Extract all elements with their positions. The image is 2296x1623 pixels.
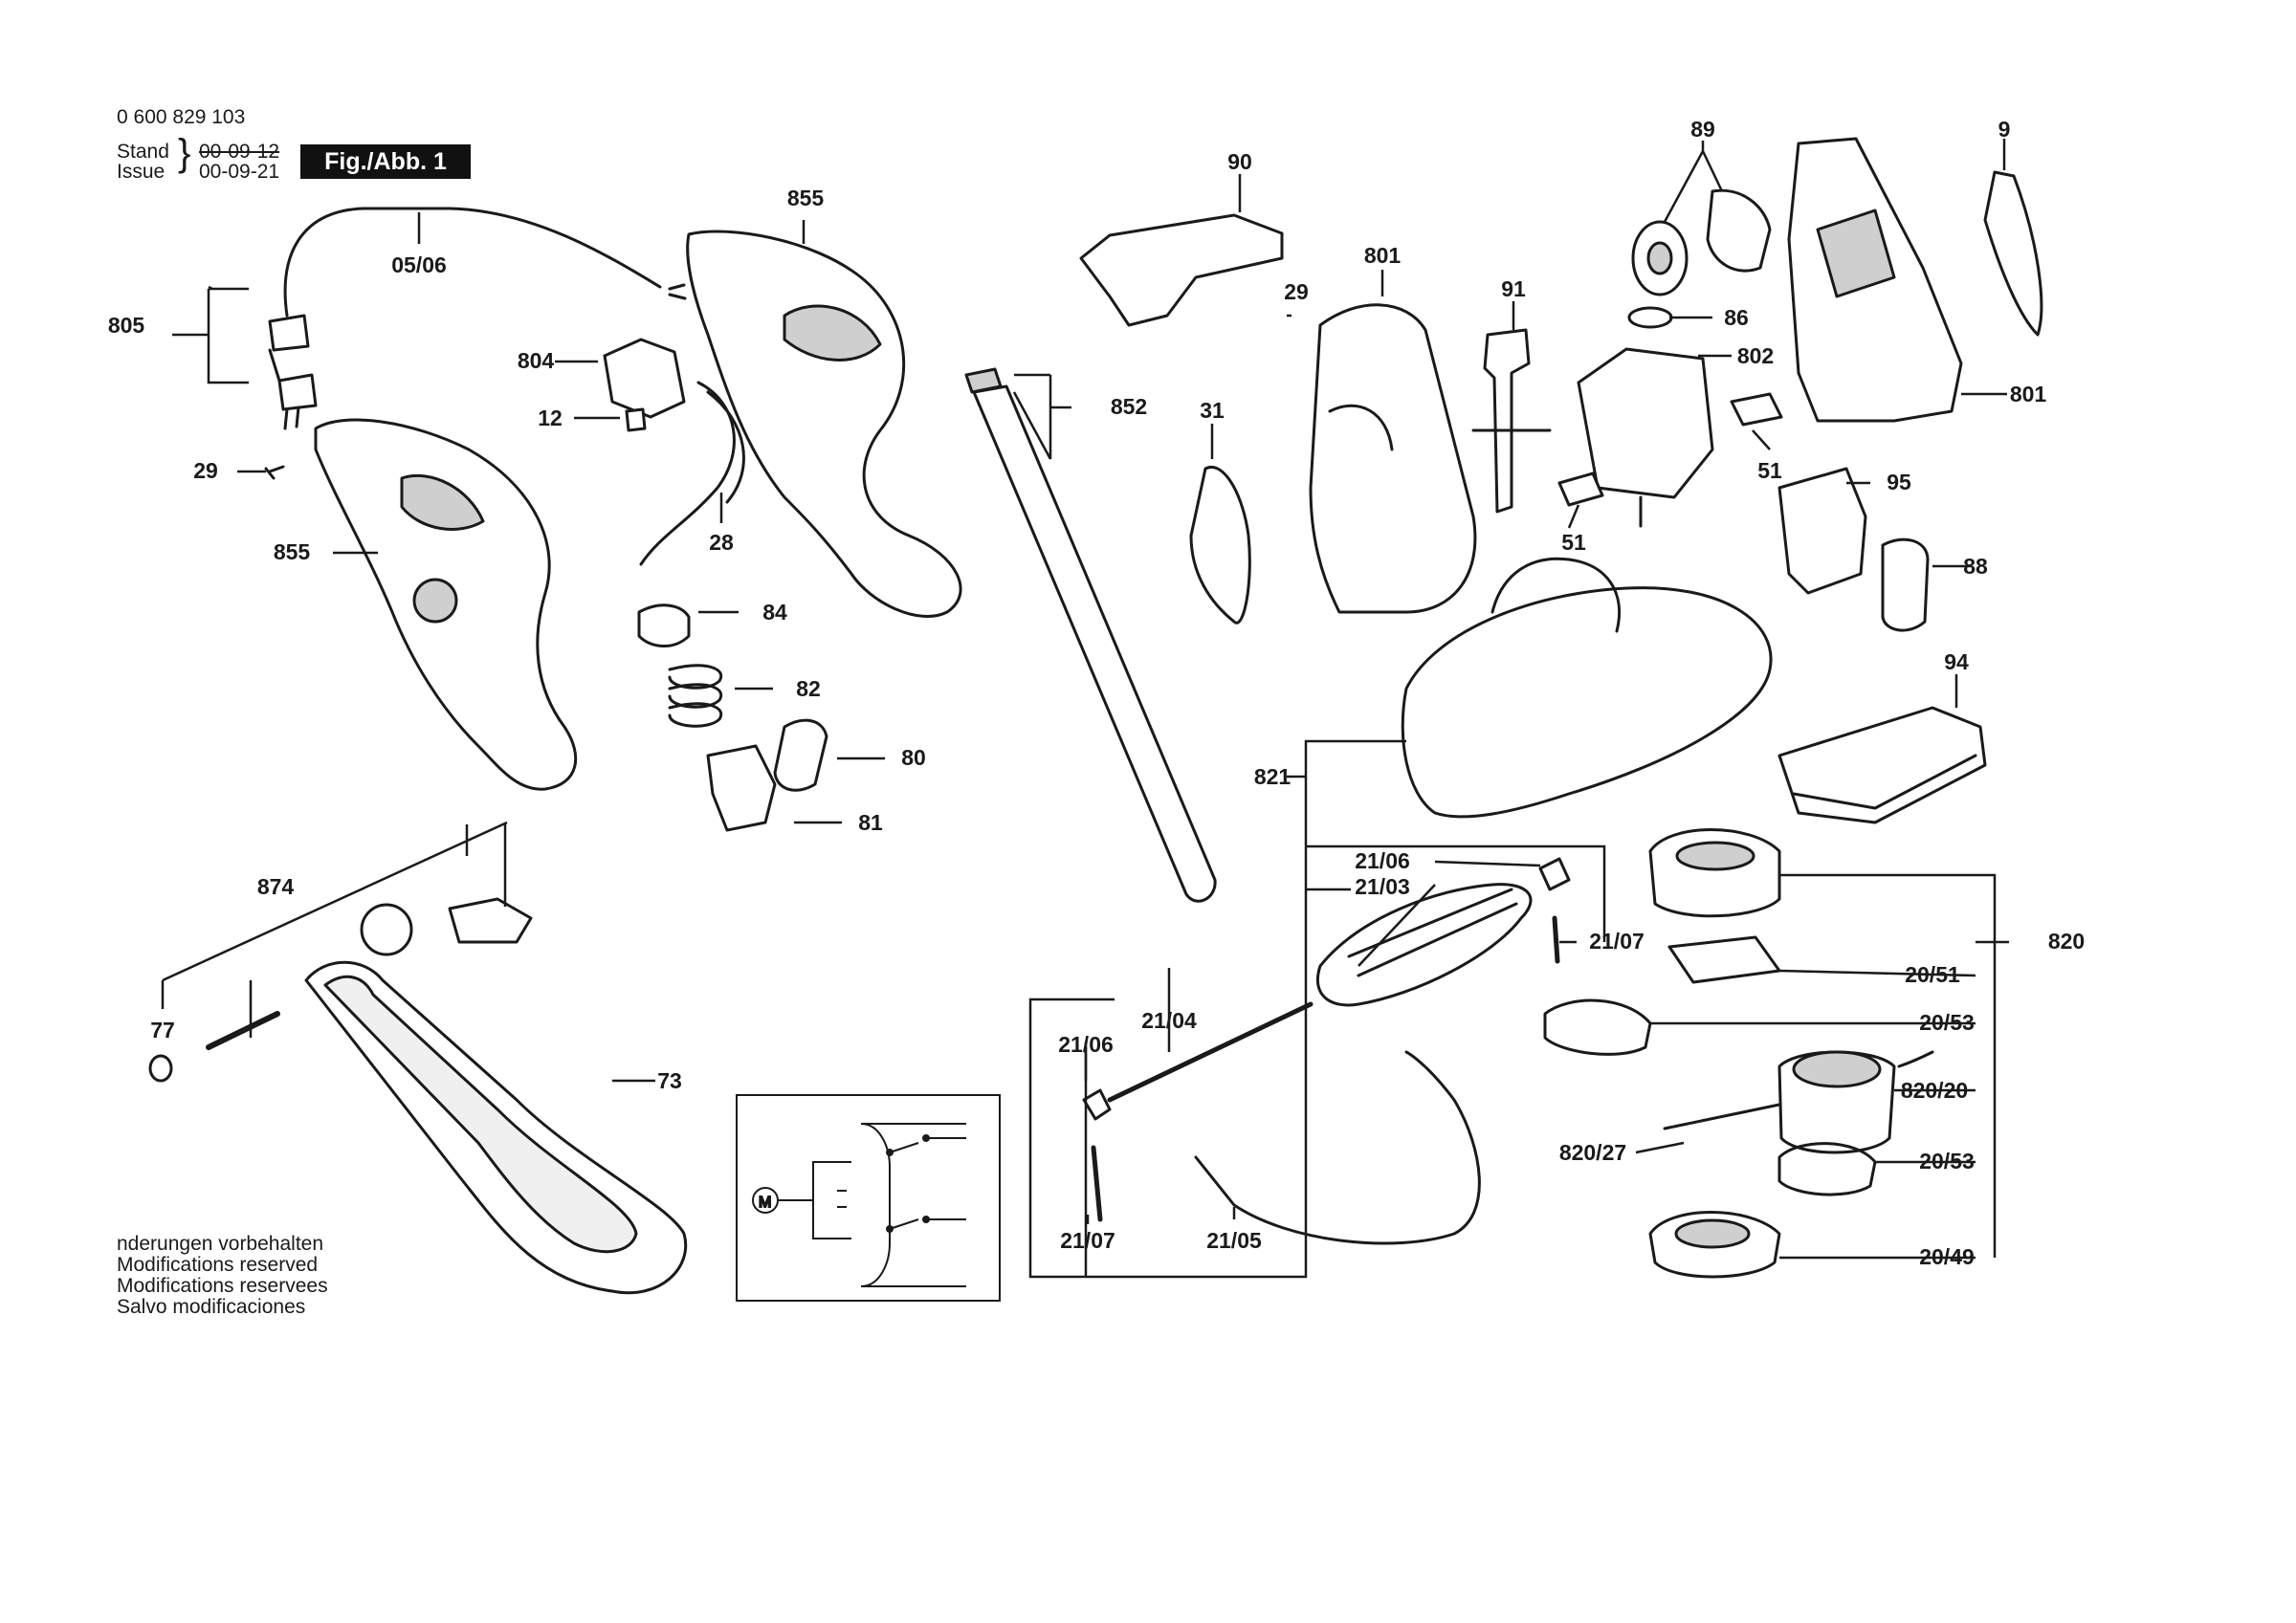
part-number-label: 820 <box>2048 929 2085 954</box>
power-cable <box>283 207 662 318</box>
part-number-label: 29 <box>1284 279 1309 304</box>
brace-icon: } <box>178 132 191 174</box>
part-number-label: 29 <box>193 458 218 483</box>
part-number-label: 82 <box>796 676 821 701</box>
knob-part <box>360 903 413 956</box>
issue-label: Issue <box>117 161 166 183</box>
part-number-label: 80 <box>901 745 926 770</box>
part-number-label: 84 <box>762 600 787 625</box>
doc-number: 0 600 829 103 <box>117 106 246 128</box>
part-number-label: 21/07 <box>1589 929 1645 954</box>
guard-part <box>1079 213 1284 327</box>
part-number-label: 21/04 <box>1141 1008 1197 1033</box>
holder-part <box>706 744 777 832</box>
handle-bow-part <box>1777 706 1987 824</box>
part-number-label: 821 <box>1254 764 1292 789</box>
part-number-label: 05/06 <box>391 252 447 277</box>
guide-rod-part <box>1107 1001 1314 1103</box>
sleeve-part <box>637 603 691 647</box>
shaft-tube-part <box>972 384 1217 903</box>
washer-part <box>148 1054 173 1083</box>
clip-part <box>773 718 828 792</box>
part-number-label: 91 <box>1501 276 1526 301</box>
motor-part <box>1577 347 1714 499</box>
issue-date: 00-09-21 <box>199 161 280 183</box>
part-number-label: 51 <box>1561 530 1586 555</box>
part-number-label: 801 <box>2010 382 2047 406</box>
spring-ring-part <box>1543 998 1652 1056</box>
brush-holder-part <box>1730 392 1783 427</box>
part-number-label: 81 <box>858 810 883 835</box>
spool-base-part <box>1667 935 1781 984</box>
guard-housing-part <box>1401 586 1773 819</box>
part-number-label: 31 <box>1200 398 1225 423</box>
part-number-label: 89 <box>1690 117 1715 142</box>
ring-part <box>1627 306 1673 329</box>
part-number-label: 21/05 <box>1206 1228 1262 1253</box>
filter-part <box>1983 170 2043 337</box>
part-number-label: 94 <box>1944 649 1969 674</box>
part-number-label: 802 <box>1737 343 1774 368</box>
coupling-part <box>1082 1088 1112 1121</box>
note-line: Modifications reserved <box>117 1254 319 1276</box>
part-number-label: 20/53 <box>1919 1010 1975 1035</box>
part-number-label: 73 <box>657 1068 682 1093</box>
part-number-label: 51 <box>1757 458 1782 483</box>
capacitor-part <box>1881 537 1930 632</box>
part-number-label: 28 <box>709 530 734 555</box>
part-number-label: 21/06 <box>1058 1032 1114 1057</box>
part-number-label: 20/51 <box>1905 962 1960 987</box>
part-number-label: 804 <box>518 348 555 373</box>
part-number-label: 820/20 <box>1901 1078 1968 1103</box>
spring-part <box>668 664 723 728</box>
switch-button-part <box>625 407 647 432</box>
switch-wires <box>639 381 745 566</box>
cover-part <box>1189 465 1251 625</box>
part-number-label: 9 <box>1998 117 2011 142</box>
handle-half-right <box>686 230 962 618</box>
cable-clamp-part <box>268 314 318 411</box>
svg-text:M: M <box>759 1195 771 1211</box>
part-number-label: 21/03 <box>1355 874 1410 899</box>
part-number-label: 12 <box>538 406 563 430</box>
part-number-label: 852 <box>1111 394 1147 419</box>
part-number-label: 801 <box>1364 243 1402 268</box>
part-number-label: 820/27 <box>1559 1140 1626 1165</box>
part-number-label: 21/06 <box>1355 848 1410 873</box>
part-number-label: 95 <box>1887 470 1911 494</box>
part-number-label: 855 <box>274 539 311 564</box>
switch-part <box>603 338 686 419</box>
part-number-label: 88 <box>1963 554 1988 579</box>
part-number-label: 77 <box>150 1018 175 1042</box>
screw-part <box>1091 1145 1103 1222</box>
wire-bow-part <box>1194 1050 1481 1245</box>
part-number-label: 874 <box>257 874 295 899</box>
fan-cover-part <box>1777 467 1867 595</box>
part-number-label: 20/53 <box>1919 1149 1975 1173</box>
figure-badge: Fig./Abb. 1 <box>300 144 471 179</box>
part-number-label: 90 <box>1227 149 1252 174</box>
stand-label: Stand <box>117 141 169 163</box>
modifications-note: nderungen vorbehalten Modifications rese… <box>117 1234 328 1318</box>
part-number-label: 20/49 <box>1919 1244 1975 1269</box>
note-line: Salvo modificaciones <box>117 1296 306 1318</box>
spring-ring-part <box>1777 1142 1877 1196</box>
note-line: Modifications reservees <box>117 1275 328 1297</box>
part-number-label: 855 <box>787 186 825 210</box>
screw-part <box>264 465 285 480</box>
stand-date: 00-09-12 <box>199 141 280 163</box>
part-number-label: 86 <box>1724 305 1749 330</box>
circuit-inset: M <box>736 1094 1001 1302</box>
motor-housing-left <box>1309 303 1477 614</box>
note-line: nderungen vorbehalten <box>117 1233 324 1255</box>
part-number-label: 21/07 <box>1060 1228 1115 1253</box>
switch-rod-part <box>1483 328 1531 514</box>
part-number-label: 805 <box>108 313 145 338</box>
